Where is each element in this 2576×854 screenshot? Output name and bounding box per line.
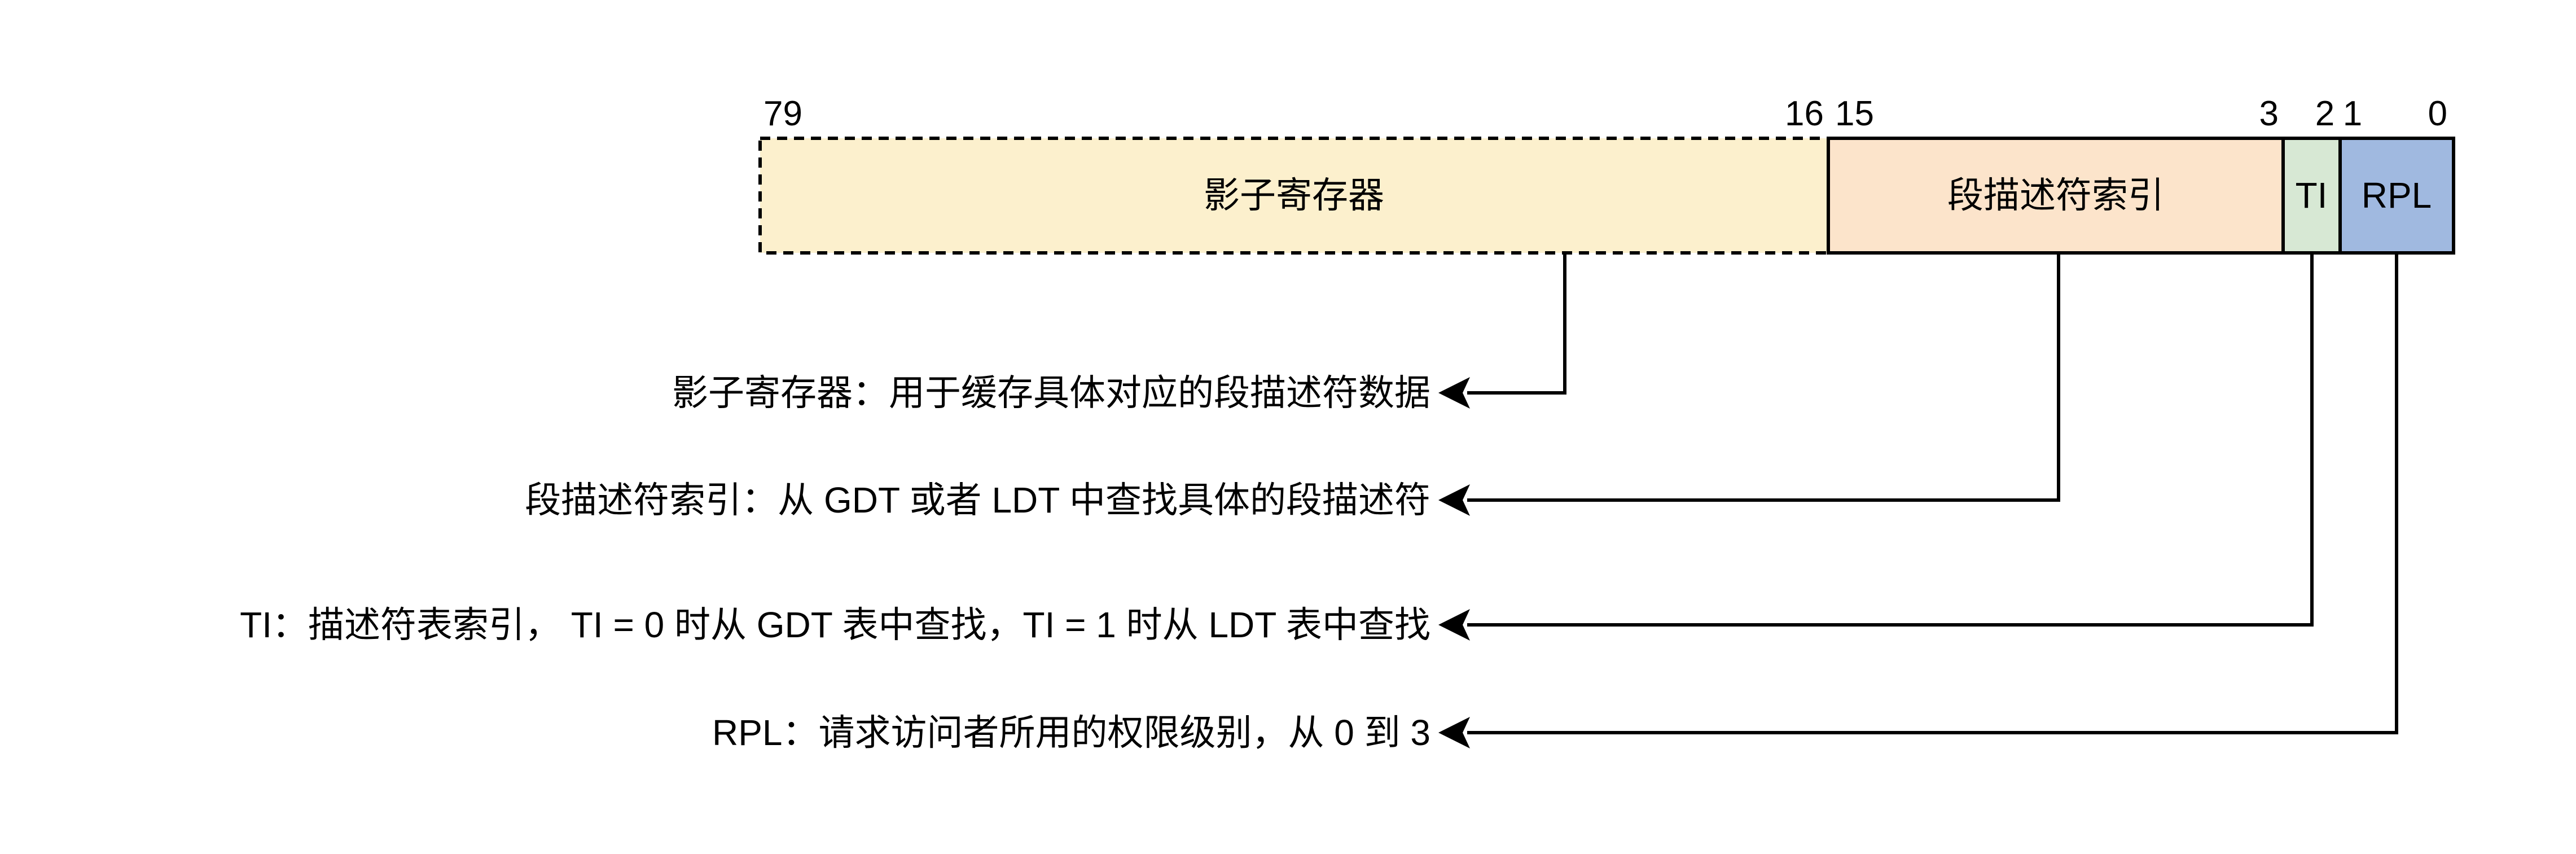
annotation-descriptor-index: 段描述符索引：从 GDT 或者 LDT 中查找具体的段描述符	[525, 480, 1430, 520]
bit-label-15: 15	[1835, 94, 1874, 133]
shadow-register-label: 影子寄存器	[1204, 175, 1384, 216]
rpl-label: RPL	[2362, 175, 2432, 216]
descriptor-index-box	[1827, 137, 2285, 255]
connector-line	[1467, 254, 2060, 502]
ti-connector	[1438, 254, 2314, 641]
arrow-left-icon	[1438, 377, 1470, 409]
descriptor-index-connector	[1438, 254, 2060, 516]
bit-label-1: 1	[2343, 94, 2362, 133]
annotation-rpl: RPL：请求访问者所用的权限级别，从 0 到 3	[712, 712, 1430, 753]
bit-label-16: 16	[1785, 94, 1824, 133]
connector-line	[1467, 254, 2314, 627]
shadow-register-connector	[1438, 254, 1566, 409]
ti-label: TI	[2296, 175, 2328, 216]
arrow-left-icon	[1438, 609, 1470, 641]
arrow-left-icon	[1438, 717, 1470, 748]
bit-label-2: 2	[2315, 94, 2334, 133]
bit-label-3: 3	[2259, 94, 2279, 133]
annotation-shadow-register: 影子寄存器：用于缓存具体对应的段描述符数据	[672, 373, 1430, 413]
arrow-left-icon	[1438, 484, 1470, 516]
bit-label-79: 79	[763, 94, 802, 133]
annotation-ti: TI：描述符表索引， TI = 0 时从 GDT 表中查找，TI = 1 时从 …	[240, 605, 1430, 645]
connector-line	[1467, 254, 2398, 734]
bit-label-0: 0	[2428, 94, 2447, 133]
rpl-box	[2338, 137, 2455, 255]
connector-line	[1467, 254, 1566, 395]
descriptor-index-label: 段描述符索引	[1947, 175, 2164, 216]
ti-box	[2281, 137, 2342, 255]
shadow-register-box	[758, 137, 1830, 255]
rpl-connector	[1438, 254, 2398, 748]
